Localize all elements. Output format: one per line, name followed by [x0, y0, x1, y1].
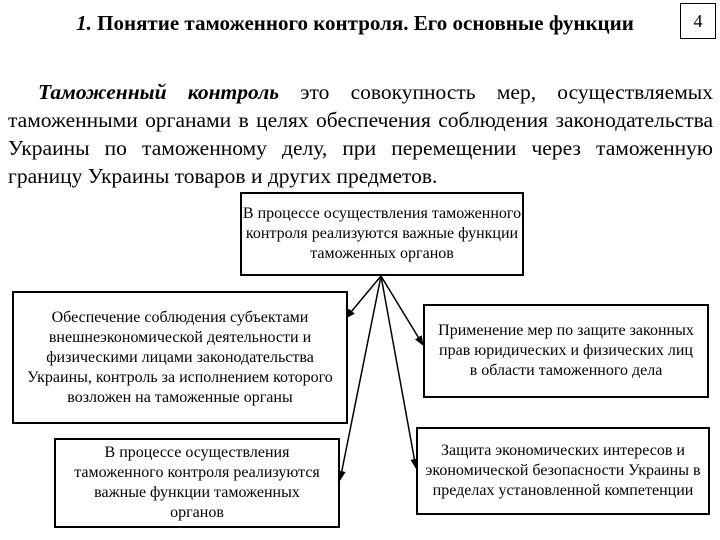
page-number: 4 — [680, 3, 716, 39]
function-box-4-text: Защита экономических интересов и экономи… — [425, 442, 701, 499]
definition-term: Таможенный контроль — [38, 80, 280, 104]
root-box-text: В процессе осуществления таможенного кон… — [242, 205, 522, 262]
definition-paragraph: Таможенный контроль это совокупность мер… — [8, 78, 713, 190]
function-box-1-text: Обеспечение соблюдения субъектами внешне… — [27, 308, 333, 406]
function-box-3: В процессе осуществления таможенного кон… — [54, 438, 340, 528]
arrow-to-function-1 — [345, 275, 382, 319]
root-box: В процессе осуществления таможенного кон… — [240, 192, 524, 276]
function-box-2: Применение мер по защите законных прав ю… — [423, 304, 709, 398]
function-box-3-text: В процессе осуществления таможенного кон… — [74, 444, 320, 521]
arrow-to-function-4 — [380, 275, 419, 469]
function-box-1: Обеспечение соблюдения субъектами внешне… — [12, 291, 348, 424]
title-text: Понятие таможенного контроля. Его основн… — [97, 11, 634, 35]
definition-text: это совокупность мер, осуществляемых там… — [8, 80, 713, 188]
slide-title: 1. Понятие таможенного контроля. Его осн… — [40, 10, 670, 36]
arrow-to-function-2 — [380, 275, 424, 346]
function-box-2-text: Применение мер по защите законных прав ю… — [438, 322, 694, 379]
function-box-4: Защита экономических интересов и экономи… — [416, 427, 710, 515]
title-number: 1. — [76, 11, 92, 35]
